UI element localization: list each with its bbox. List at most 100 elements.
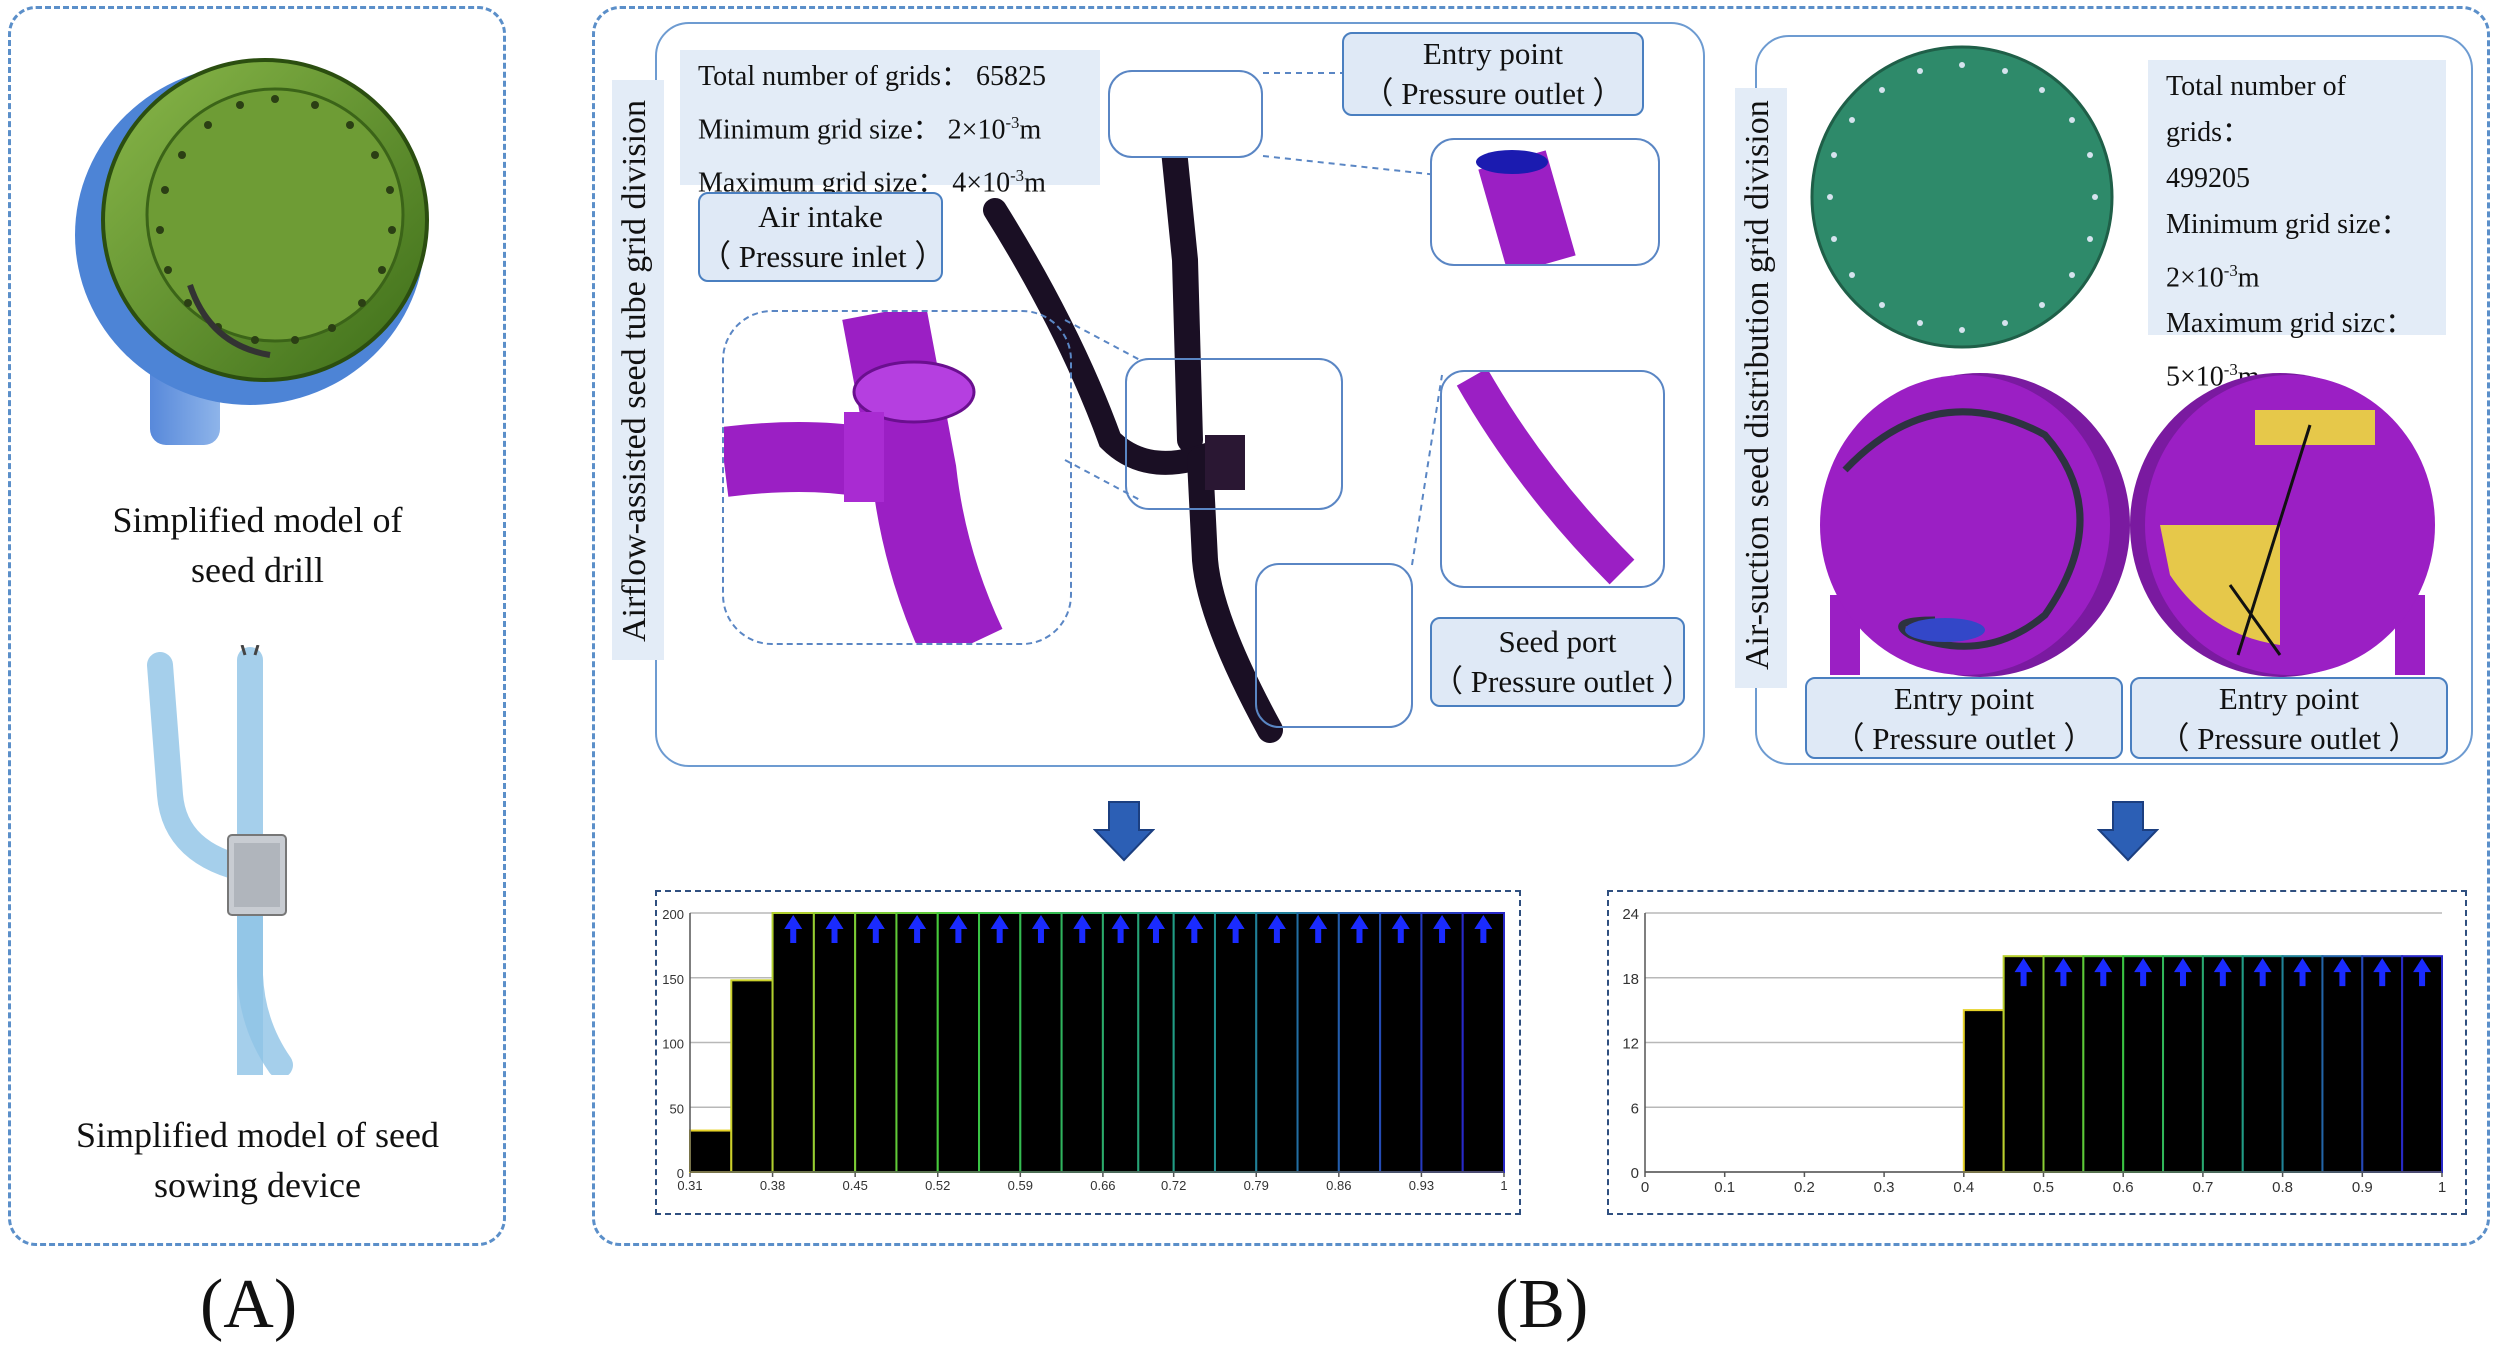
seed-sowing-device-caption: Simplified model of seed sowing device (76, 1115, 439, 1205)
histogram-bar (2241, 955, 2284, 1173)
y-tick-label: 0 (677, 1166, 684, 1181)
overflow-arrow (1073, 915, 1092, 943)
down-arrow-right (2097, 801, 2159, 862)
x-tick-label: 0.1 (1714, 1179, 1735, 1196)
overflow-arrow (866, 915, 885, 943)
entry-point-top-line1: Entry point (1422, 36, 1564, 71)
histogram-bar (854, 912, 898, 1173)
seed-tube-vertical-title: Airflow-assisted seed tube grid division (612, 80, 664, 660)
seed-tube-total-grids: Total number of grids： 65825 (698, 61, 1046, 92)
seed-tube-min-grid: Minimum grid size： 2×10-3m (698, 100, 1082, 153)
x-tick-label: 0.6 (2113, 1179, 2134, 1196)
distribution-max-label: Maximum grid sizc： (2166, 308, 2414, 340)
entry-point-right-line2: （ Pressure outlet ） (2158, 721, 2420, 756)
y-tick-label: 18 (1622, 971, 1639, 988)
y-tick-label: 100 (662, 1037, 684, 1052)
zoom-connector-lines-seed-port (1411, 374, 1443, 566)
histogram-bar (1255, 912, 1299, 1173)
seed-tube-max-unit: m (1024, 167, 1046, 199)
histogram-bar (978, 912, 1022, 1173)
histogram-bar (730, 979, 774, 1173)
overflow-arrow (1111, 915, 1130, 943)
overflow-arrow (2134, 958, 2153, 987)
distribution-max-exp: -3 (2223, 360, 2238, 380)
x-tick-label: 0.5 (2033, 1179, 2054, 1196)
x-tick-label: 0.38 (760, 1178, 785, 1193)
distribution-disc-mesh-image (1810, 45, 2114, 349)
distribution-grid-info: Total number of grids： 499205 Minimum gr… (2148, 60, 2446, 393)
histogram-bar (2401, 955, 2444, 1173)
entry-point-right-line1: Entry point (2218, 681, 2360, 716)
seed-tube-max-exp: -3 (1010, 166, 1025, 186)
y-tick-label: 6 (1631, 1100, 1639, 1117)
overflow-arrow (1267, 915, 1286, 943)
down-arrow-left (1093, 801, 1155, 862)
histogram-bar (1172, 912, 1216, 1173)
overflow-arrow (2333, 958, 2352, 987)
x-tick-label: 0 (1641, 1179, 1649, 1196)
distribution-housing-mesh-right (2130, 373, 2435, 677)
distribution-quality-chart-frame (1607, 890, 2467, 1215)
panel-a-frame (8, 6, 506, 1246)
x-tick-label: 0.79 (1244, 1178, 1269, 1193)
panel-label-a: (A) (200, 1266, 298, 1343)
seed-port-label: Seed port （ Pressure outlet ） (1430, 617, 1693, 707)
zoom-connector-lines-junction (1064, 319, 1141, 500)
overflow-arrow (908, 915, 927, 943)
histogram-bar (1019, 912, 1063, 1173)
junction-zoom-box (1125, 358, 1343, 510)
overflow-arrow (1146, 915, 1165, 943)
overflow-arrow (2293, 958, 2312, 987)
junction-zoom-detail (722, 310, 1072, 645)
histogram-bar (1101, 912, 1140, 1173)
entry-point-zoom-box (1108, 70, 1263, 158)
histogram-bar (1379, 912, 1423, 1173)
distribution-total-label: Total number of grids： (2166, 71, 2346, 148)
seed-port-line1: Seed port (1498, 624, 1617, 659)
x-tick-label: 0.2 (1794, 1179, 1815, 1196)
distribution-total-value: 499205 (2166, 163, 2250, 194)
entry-point-left-label: Entry point （ Pressure outlet ） (1805, 677, 2123, 759)
overflow-arrow (2173, 958, 2192, 987)
histogram-bar (1962, 1009, 2005, 1173)
x-tick-label: 1 (1500, 1178, 1507, 1193)
distribution-min-label: Minimum grid size： (2166, 209, 2409, 240)
seed-tube-grid-info: Total number of grids： 65825 Minimum gri… (680, 50, 1100, 199)
distribution-min-unit: m (2237, 262, 2260, 294)
histogram-bar (2201, 955, 2244, 1173)
seed-tube-min-unit: m (1019, 114, 1042, 146)
x-tick-label: 0.31 (677, 1178, 702, 1193)
air-intake-label: Air intake （ Pressure inlet ） (698, 192, 946, 282)
y-tick-label: 50 (670, 1101, 684, 1116)
distribution-min-exp: -3 (2223, 261, 2238, 280)
histogram-bar (2361, 955, 2404, 1173)
overflow-arrow (1031, 915, 1050, 943)
distribution-min-value: 2×10-3m (2166, 248, 2428, 301)
overflow-arrow (1350, 915, 1369, 943)
seed-tube-min-prefix: Minimum grid size： 2×10 (698, 114, 1006, 146)
panel-b-frame (592, 6, 2490, 1246)
air-intake-line2: （ Pressure inlet ） (700, 239, 946, 274)
histogram-bar (2281, 955, 2324, 1173)
histogram-bar (1137, 912, 1175, 1173)
overflow-arrow (2373, 958, 2392, 987)
histogram-bar (1337, 912, 1382, 1173)
histogram-bar (2042, 955, 2085, 1173)
x-tick-label: 1 (2438, 1179, 2446, 1196)
panel-label-b: (B) (1495, 1266, 1589, 1343)
overflow-arrow (2094, 958, 2113, 987)
overflow-arrow (949, 915, 968, 943)
histogram-bar (2002, 955, 2045, 1173)
overflow-arrow (825, 915, 844, 943)
y-tick-label: 200 (662, 907, 684, 922)
x-tick-label: 0.45 (843, 1178, 868, 1193)
entry-point-detail (1430, 138, 1660, 266)
seed-port-line2: （ Pressure outlet ） (1432, 664, 1693, 699)
overflow-arrow (2413, 958, 2432, 987)
x-tick-label: 0.7 (2192, 1179, 2213, 1196)
overflow-arrow (2213, 958, 2232, 987)
x-tick-label: 0.66 (1090, 1178, 1115, 1193)
histogram-bar (1060, 912, 1104, 1173)
x-tick-label: 0.86 (1326, 1178, 1351, 1193)
